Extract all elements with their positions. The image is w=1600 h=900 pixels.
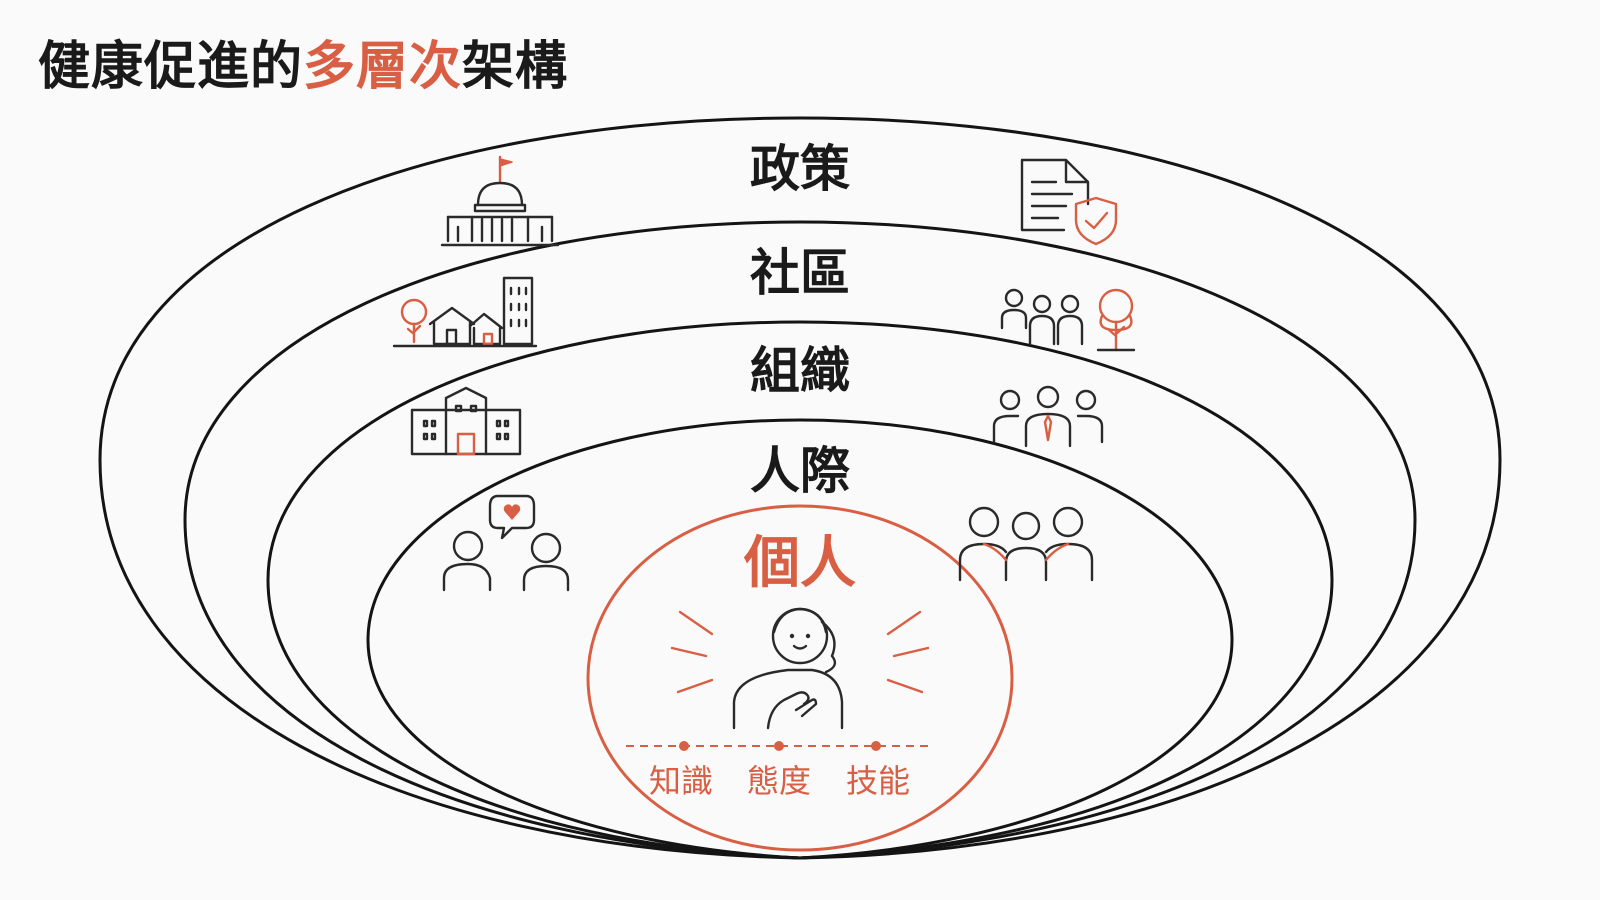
ring-individual — [586, 504, 1014, 852]
team-leader-icon — [992, 385, 1104, 448]
ring-policy — [98, 116, 1502, 860]
layer-label-interpersonal: 人際 — [750, 442, 850, 500]
trait-label-skill: 技能 — [846, 762, 910, 800]
trait-dot-knowledge — [679, 741, 689, 751]
conversation-heart-icon — [442, 494, 570, 592]
town-houses-icon — [392, 276, 538, 348]
capitol-building-icon — [440, 155, 560, 247]
organization-building-icon — [410, 386, 522, 456]
community-people-tree-icon — [1000, 288, 1136, 352]
ring-community — [183, 220, 1417, 860]
layer-rings — [98, 116, 1502, 860]
layer-label-organization: 組織 — [750, 342, 850, 400]
ring-organization — [266, 320, 1334, 860]
title-part-1: 健康促進的 — [38, 37, 304, 97]
policy-document-shield-icon — [1020, 158, 1118, 246]
group-support-icon — [958, 506, 1094, 582]
title-part-3: 架構 — [462, 37, 569, 97]
ring-interpersonal — [366, 418, 1234, 860]
trait-dot-attitude — [774, 741, 784, 751]
trait-dot-skill — [871, 741, 881, 751]
person-hand-on-heart-icon — [670, 607, 930, 730]
trait-label-knowledge: 知識 — [649, 762, 713, 800]
trait-label-attitude: 態度 — [747, 762, 811, 800]
layer-label-policy: 政策 — [750, 140, 850, 198]
title-part-2-highlight: 多層次 — [303, 37, 463, 97]
layer-label-individual: 個人 — [743, 531, 856, 596]
traits-timeline: 知識 態度 技能 — [626, 741, 934, 800]
page-title: 健康促進的多層次架構 — [38, 24, 568, 99]
layer-label-community: 社區 — [750, 244, 850, 302]
